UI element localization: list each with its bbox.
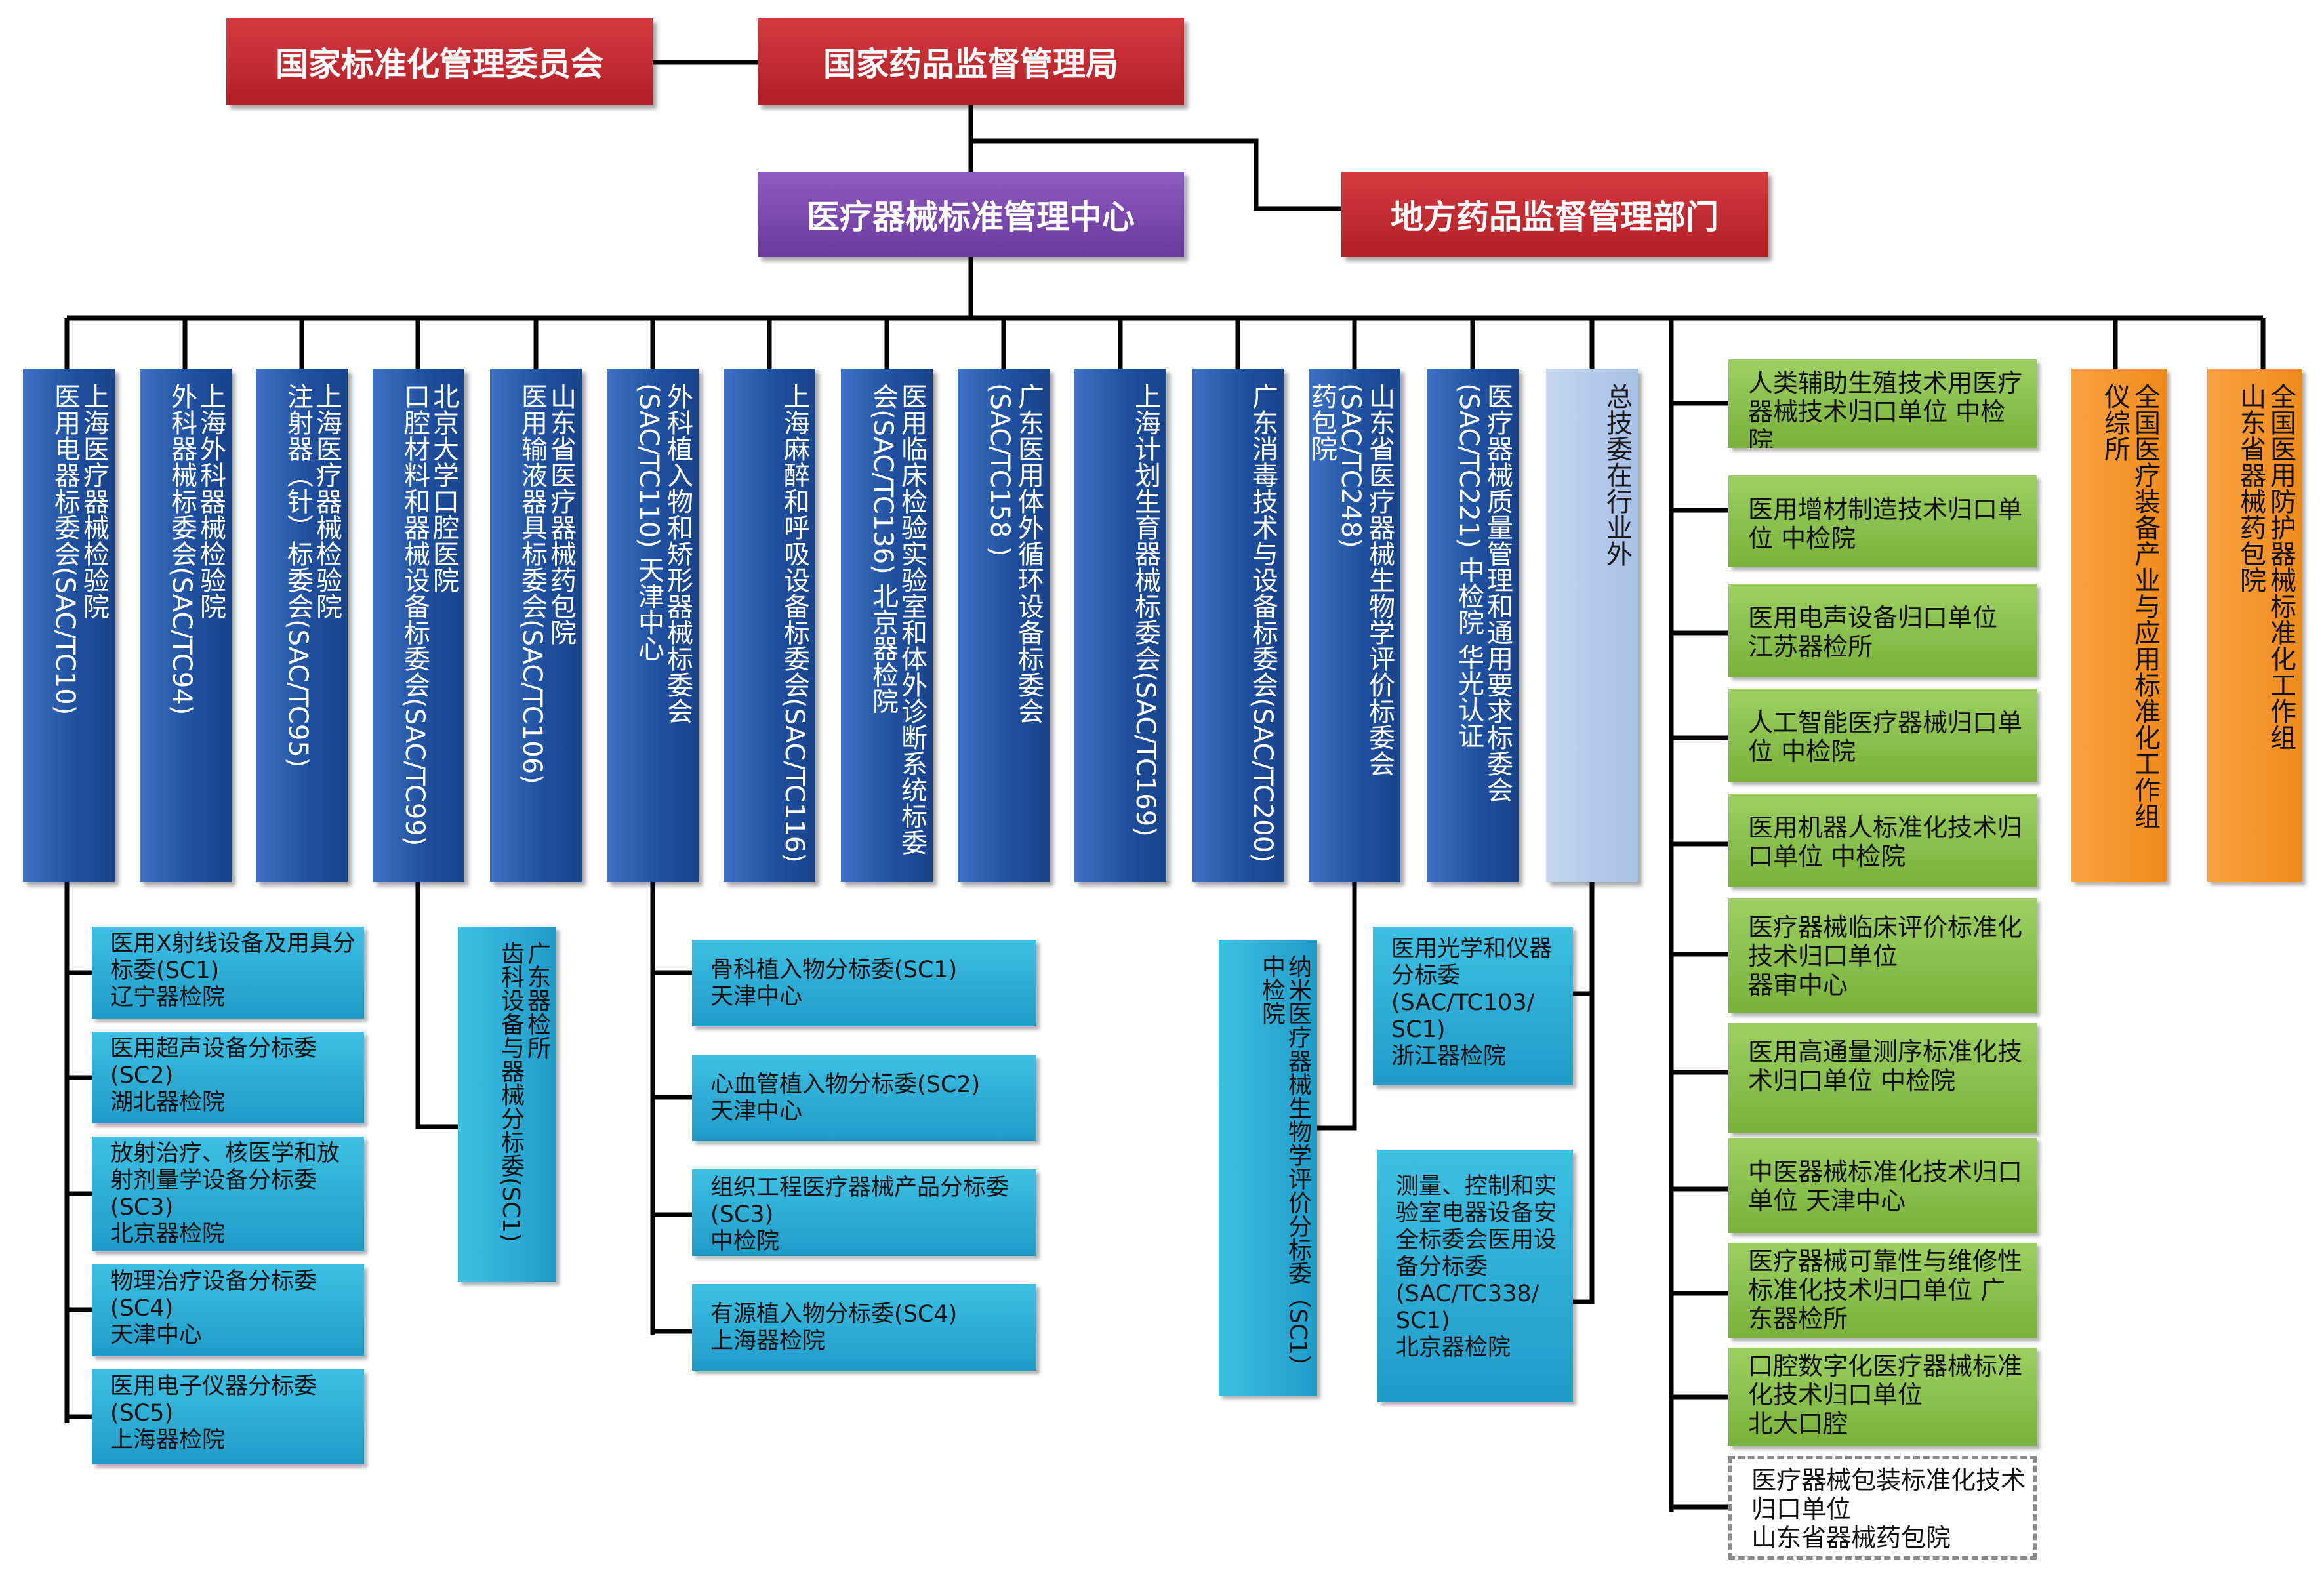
- tc-column-label: 广东医用体外循环设备标委会(SAC/TC158 ): [985, 383, 1044, 724]
- technical-unit-box: 中医器械标准化技术归口单位 天津中心: [1728, 1138, 2037, 1233]
- sub-committee-box: 测量、控制和实验室电器设备安全标委会医用设备分标委 (SAC/TC338/ SC…: [1377, 1150, 1573, 1402]
- tc-column: 上海外科器械检验院 外科器械标委会(SAC/TC94): [140, 369, 232, 882]
- tc-column: 上海麻醉和呼吸设备标委会(SAC/TC116): [724, 369, 815, 882]
- working-group-label: 全国医疗装备产业与应用标准化工作组 仪综所: [2100, 383, 2160, 829]
- tc-column-label: 上海麻醉和呼吸设备标委会(SAC/TC116): [779, 383, 809, 863]
- sub-committee-box: 有源植入物分标委(SC4) 上海器检院: [692, 1284, 1036, 1371]
- tc-column: 上海计划生育器械标委会(SAC/TC169): [1074, 369, 1166, 882]
- tc-column-label: 山东省医疗器械药包院 医用输液器具标委会(SAC/TC106): [517, 383, 576, 784]
- tc-column-label: 山东省医疗器械生物学评价标委会(SAC/TC248) 药包院: [1309, 383, 1395, 777]
- tc-column: 山东省医疗器械药包院 医用输液器具标委会(SAC/TC106): [490, 369, 582, 882]
- tc-column: 上海医疗器械检验院 注射器（针）标委会(SAC/TC95): [256, 369, 348, 882]
- pending-unit-box: 医疗器械包装标准化技术归口单位 山东省器械药包院: [1728, 1456, 2037, 1560]
- tc-column: 广东医用体外循环设备标委会(SAC/TC158 ): [958, 369, 1050, 882]
- tc-column: 山东省医疗器械生物学评价标委会(SAC/TC248) 药包院: [1309, 369, 1400, 882]
- sub-committee-box: 组织工程医疗器械产品分标委(SC3) 中检院: [692, 1169, 1036, 1256]
- sub-committee-box: 心血管植入物分标委(SC2) 天津中心: [692, 1055, 1036, 1141]
- sub-committee-box: 纳米医疗器械生物学评价分标委（SC1） 中检院: [1219, 940, 1317, 1396]
- technical-unit-box: 人工智能医疗器械归口单位 中检院: [1728, 689, 2037, 782]
- tc-column-label: 上海医疗器械检验院 注射器（针）标委会(SAC/TC95): [283, 383, 342, 768]
- working-group-label: 全国医用防护器械标准化工作组 山东省器械药包院: [2235, 383, 2296, 750]
- working-group-box: 全国医疗装备产业与应用标准化工作组 仪综所: [2071, 369, 2167, 882]
- sub-committee-box: 广东器检所 齿科设备与器械分标委(SC1): [458, 927, 556, 1282]
- tc-column: 广东消毒技术与设备标委会(SAC/TC200): [1192, 369, 1284, 882]
- outside-column: 总技委在行业外: [1546, 369, 1638, 882]
- tc-column-label: 上海计划生育器械标委会(SAC/TC169): [1130, 383, 1160, 837]
- technical-unit-box: 医用高通量测序标准化技术归口单位 中检院: [1728, 1023, 2037, 1133]
- sub-committee-box: 医用电子仪器分标委(SC5) 上海器检院: [92, 1369, 364, 1464]
- tc-column: 北京大学口腔医院 口腔材料和器械设备标委会(SAC/TC99): [373, 369, 464, 882]
- sub-committee-label: 广东器检所 齿科设备与器械分标委(SC1): [497, 941, 550, 1242]
- working-group-box: 全国医用防护器械标准化工作组 山东省器械药包院: [2207, 369, 2302, 882]
- technical-unit-box: 医疗器械可靠性与维修性标准化技术归口单位 广东器检所: [1728, 1243, 2037, 1338]
- tc-column-label: 上海医疗器械检验院 医用电器标委会(SAC/TC10): [50, 383, 109, 716]
- nmpa-label: 国家药品监督管理局: [823, 45, 1118, 83]
- sub-committee-label: 纳米医疗器械生物学评价分标委（SC1） 中检院: [1258, 954, 1311, 1379]
- tc-column-label: 北京大学口腔医院 口腔材料和器械设备标委会(SAC/TC99): [399, 383, 459, 847]
- tc-column-label: 外科植入物和矫形器械标委会 (SAC/TC110) 天津中心: [634, 383, 693, 724]
- technical-unit-box: 人类辅助生殖技术用医疗器械技术归口单位 中检院: [1728, 359, 2037, 448]
- local-label: 地方药品监督管理部门: [1391, 198, 1719, 236]
- technical-unit-box: 医用增材制造技术归口单位 中检院: [1728, 475, 2037, 567]
- tc-column: 医用临床检验实验室和体外诊断系统标委会(SAC/TC136) 北京器检院: [841, 369, 933, 882]
- tc-column: 外科植入物和矫形器械标委会 (SAC/TC110) 天津中心: [607, 369, 699, 882]
- technical-unit-box: 医用电声设备归口单位 江苏器检所: [1728, 584, 2037, 677]
- tc-column: 医疗器械质量管理和通用要求标委会 (SAC/TC221) 中检院 华光认证: [1427, 369, 1519, 882]
- outside-column-label: 总技委在行业外: [1602, 383, 1632, 567]
- technical-unit-box: 医疗器械临床评价标准化技术归口单位 器审中心: [1728, 898, 2037, 1013]
- center-box: 医疗器械标准管理中心: [758, 172, 1184, 257]
- tc-column-label: 上海外科器械检验院 外科器械标委会(SAC/TC94): [167, 383, 226, 716]
- technical-unit-box: 口腔数字化医疗器械标准化技术归口单位 北大口腔: [1728, 1348, 2037, 1446]
- sub-committee-box: 骨科植入物分标委(SC1) 天津中心: [692, 940, 1036, 1026]
- sub-committee-box: 医用光学和仪器分标委 (SAC/TC103/ SC1) 浙江器检院: [1373, 927, 1573, 1085]
- sac-box: 国家标准化管理委员会: [226, 18, 653, 105]
- tc-column-label: 广东消毒技术与设备标委会(SAC/TC200): [1248, 383, 1278, 863]
- center-label: 医疗器械标准管理中心: [807, 198, 1135, 236]
- tc-column-label: 医用临床检验实验室和体外诊断系统标委会(SAC/TC136) 北京器检院: [868, 383, 927, 855]
- tc-column-label: 医疗器械质量管理和通用要求标委会 (SAC/TC221) 中检院 华光认证: [1454, 383, 1513, 803]
- sub-committee-box: 放射治疗、核医学和放射剂量学设备分标委(SC3) 北京器检院: [92, 1137, 364, 1251]
- sac-label: 国家标准化管理委员会: [275, 45, 603, 83]
- nmpa-box: 国家药品监督管理局: [758, 18, 1184, 105]
- sub-committee-box: 医用X射线设备及用具分标委(SC1) 辽宁器检院: [92, 927, 364, 1019]
- tc-column: 上海医疗器械检验院 医用电器标委会(SAC/TC10): [23, 369, 115, 882]
- sub-committee-box: 物理治疗设备分标委(SC4) 天津中心: [92, 1264, 364, 1356]
- technical-unit-box: 医用机器人标准化技术归口单位 中检院: [1728, 794, 2037, 887]
- local-box: 地方药品监督管理部门: [1341, 172, 1768, 257]
- sub-committee-box: 医用超声设备分标委(SC2) 湖北器检院: [92, 1032, 364, 1123]
